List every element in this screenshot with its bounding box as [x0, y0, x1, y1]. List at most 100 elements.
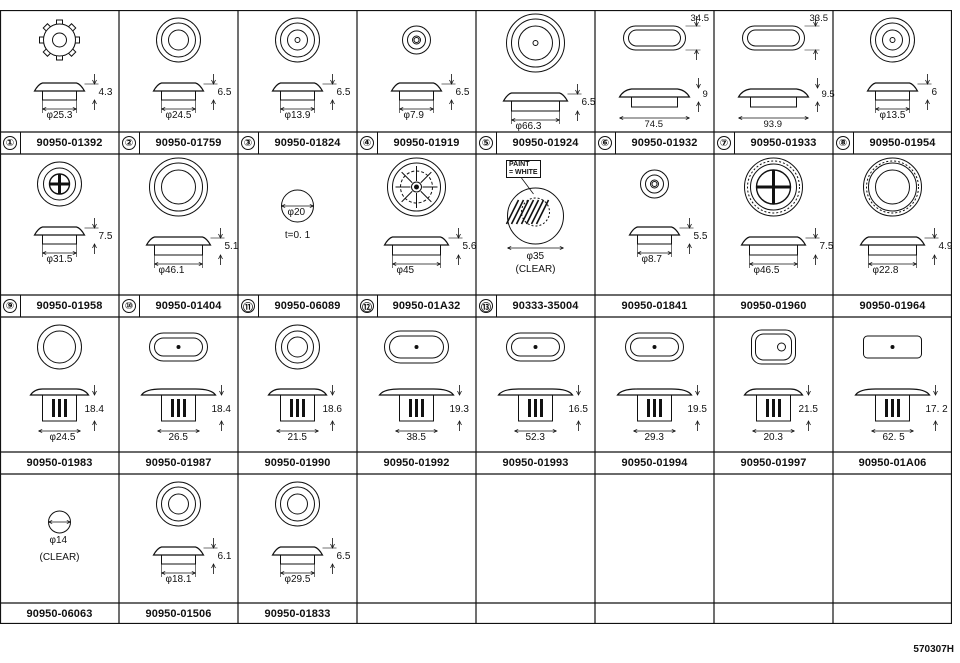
grommet-drawing — [145, 157, 225, 268]
dimension-label: 18.6 — [322, 404, 342, 415]
callout-number: ⑤ — [479, 136, 493, 150]
part-number-label: 90950-01506 — [145, 607, 212, 620]
callout-divider — [139, 132, 140, 154]
dimension-label: 21.5 — [798, 404, 818, 415]
dimension-label: 6.1 — [217, 551, 232, 562]
callout-divider — [20, 295, 21, 317]
grommet-drawing — [152, 481, 218, 577]
grommet-drawing — [866, 17, 932, 113]
part-number-label: 90950-01924 — [512, 137, 579, 149]
grommet-drawing — [618, 16, 701, 120]
callout-divider — [615, 132, 616, 154]
part-number-label: 90333-35004 — [512, 300, 579, 312]
dimension-label: 19.5 — [687, 404, 707, 415]
callout-divider — [258, 295, 259, 317]
callout-divider — [139, 295, 140, 317]
dimension-label: 6.5 — [336, 551, 351, 562]
dimension-label: 38.5 — [406, 432, 426, 443]
material-note: (CLEAR) — [515, 264, 556, 275]
grommet-drawing — [271, 481, 337, 577]
part-number-label: 90950-01997 — [740, 457, 807, 469]
dimension-label: 6 — [931, 87, 938, 98]
callout-divider — [734, 132, 735, 154]
grommet-drawing — [383, 157, 463, 268]
dimension-label: φ8.7 — [641, 254, 662, 265]
part-number-label: 90950-01958 — [36, 300, 103, 312]
dimension-label: φ14 — [49, 535, 68, 546]
part-number-label: 90950-01990 — [264, 457, 331, 469]
dimension-label: 9 — [702, 89, 708, 100]
callout-divider — [496, 295, 497, 317]
callout-number: ⑨ — [3, 299, 17, 313]
dimension-label: 4.9 — [938, 241, 953, 252]
callout-number: ⑫ — [360, 299, 374, 314]
dimension-label: 29.3 — [644, 432, 664, 443]
part-number-label: 90950-01960 — [740, 300, 807, 312]
dimension-label: 5.5 — [693, 231, 708, 242]
dimension-label: φ24.5 — [49, 432, 76, 443]
paint-note-line1: PAINT — [509, 161, 530, 168]
grommet-drawing — [48, 510, 71, 534]
dimension-label: φ25.3 — [46, 110, 73, 121]
part-number-label: 90950-06063 — [26, 607, 93, 620]
callout-divider — [258, 132, 259, 154]
dimension-label: φ35 — [526, 251, 545, 262]
dimension-label: φ31.5 — [46, 254, 73, 265]
part-number-label: 90950-01964 — [859, 300, 926, 312]
grommet-drawing — [737, 16, 820, 120]
thickness-note: t=0. 1 — [284, 230, 311, 241]
dimension-label: 5.1 — [224, 241, 239, 252]
part-number-label: 90950-01992 — [383, 457, 450, 469]
callout-number: ③ — [241, 136, 255, 150]
part-number-label: 90950-01759 — [155, 137, 222, 149]
grommet-drawing — [33, 161, 99, 257]
part-number-label: 90950-01824 — [274, 137, 341, 149]
callout-number: ⑦ — [717, 136, 731, 150]
dimension-label: 93.9 — [763, 119, 783, 130]
part-number-label: 90950-01919 — [393, 137, 460, 149]
callout-number: ④ — [360, 136, 374, 150]
grommet-drawing — [859, 157, 939, 268]
dimension-label: 6.5 — [455, 87, 470, 98]
part-number-label: 90950-01954 — [869, 137, 936, 149]
dimension-label: 6.5 — [217, 87, 232, 98]
grommet-drawing — [378, 330, 462, 433]
grommet-drawing — [29, 324, 97, 433]
grommet-drawing — [854, 335, 938, 433]
callout-divider — [20, 132, 21, 154]
dimension-label: φ20 — [287, 207, 306, 218]
grommet-drawing — [616, 332, 700, 433]
grid-lines — [0, 10, 952, 624]
dimension-label: 26.5 — [168, 432, 188, 443]
dimension-label: 7.5 — [98, 231, 113, 242]
dimension-label: 74.5 — [644, 119, 664, 130]
callout-number: ⑧ — [836, 136, 850, 150]
grommet-drawing — [271, 17, 337, 113]
paint-note: PAINT= WHITE — [506, 160, 541, 178]
dimension-label: φ7.9 — [403, 110, 424, 121]
dimension-label: 34.5 — [690, 13, 710, 24]
callout-number: ⑬ — [479, 299, 493, 314]
part-number-label: 90950-01994 — [621, 457, 688, 469]
callout-divider — [377, 132, 378, 154]
dimension-label: 20.3 — [763, 432, 783, 443]
dimension-label: 18.4 — [84, 404, 104, 415]
part-number-label: 90950-01932 — [631, 137, 698, 149]
dimension-label: φ45 — [396, 265, 415, 276]
callout-number: ② — [122, 136, 136, 150]
grommet-drawing — [140, 332, 224, 433]
callout-divider — [853, 132, 854, 154]
part-number-label: 90950-01983 — [26, 457, 93, 469]
grommet-drawing — [281, 189, 314, 223]
dimension-label: 16.5 — [568, 404, 588, 415]
dimension-label: 9.5 — [821, 89, 835, 100]
grommet-drawing — [743, 329, 811, 433]
part-number-label: 90950-01392 — [36, 137, 103, 149]
dimension-label: φ22.8 — [872, 265, 899, 276]
paint-note-line2: = WHITE — [509, 169, 538, 176]
dimension-label: 33.5 — [809, 13, 829, 24]
dimension-label: 52.3 — [525, 432, 545, 443]
grommet-drawing — [33, 19, 99, 113]
dimension-label: φ46.1 — [158, 265, 185, 276]
diagram-reference-code: 570307H — [913, 644, 954, 655]
